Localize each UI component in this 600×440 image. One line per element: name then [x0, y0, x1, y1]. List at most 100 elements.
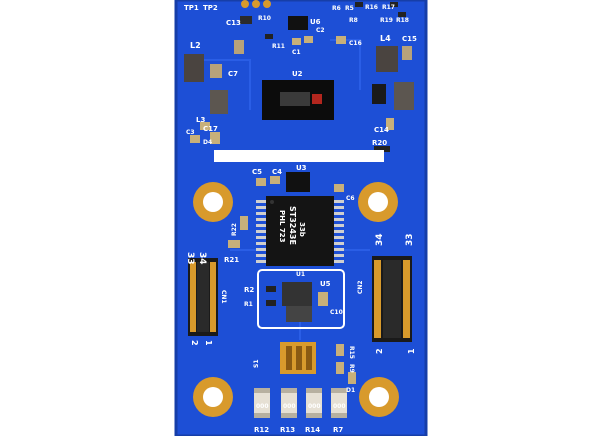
component-c16 — [336, 36, 346, 44]
label-tp1: TP1 — [184, 4, 199, 12]
label-r15: R15 — [348, 346, 355, 359]
label-r5: R5 — [345, 5, 354, 12]
label-u1: U1 — [296, 271, 305, 278]
label-r10: R10 — [258, 15, 271, 22]
label-c2: C2 — [316, 27, 325, 34]
component-c2 — [304, 36, 313, 43]
label-s1: S1 — [253, 360, 260, 369]
mounting-hole — [193, 377, 233, 417]
label-r18: R18 — [396, 17, 409, 24]
resistor-r7 — [331, 388, 347, 418]
label-r1: R1 — [244, 301, 253, 308]
chip-line2: ST3243E — [288, 206, 297, 245]
label-cn1-pin33: 33 — [185, 252, 195, 265]
chip-u5 — [282, 282, 312, 306]
component-c10 — [318, 292, 328, 306]
component-r15 — [336, 344, 344, 356]
chip-line3: PHL 723 — [278, 210, 286, 243]
label-u6: U6 — [310, 18, 321, 26]
connector-cn1-pins — [190, 262, 216, 332]
label-tp2: TP2 — [203, 4, 218, 12]
mounting-hole — [193, 182, 233, 222]
label-cn2-pin2: 2 — [375, 348, 384, 354]
capacitor-c4 — [270, 176, 280, 184]
inductor-l4 — [376, 46, 398, 72]
capacitor-c15 — [402, 46, 412, 60]
component-d1 — [348, 372, 356, 384]
capacitor-c5 — [256, 178, 266, 186]
inductor-l2 — [184, 54, 204, 82]
label-l2: L2 — [190, 41, 201, 50]
component-r9 — [336, 362, 344, 374]
label-c10: C10 — [330, 309, 343, 316]
label-r7: R7 — [333, 426, 343, 434]
capacitor-c14 — [386, 118, 394, 130]
test-point-pad — [252, 0, 260, 8]
label-c13: C13 — [226, 19, 241, 27]
mounting-hole — [358, 182, 398, 222]
label-cn1-pin34: 34 — [197, 252, 207, 265]
resistor-marking-r13: 000 — [283, 403, 296, 410]
component-r-right — [398, 12, 406, 17]
silkscreen-bar — [214, 150, 384, 162]
component-r2 — [266, 286, 276, 292]
resistor-r13 — [281, 388, 297, 418]
component-r-right — [390, 2, 398, 7]
dip-switch-levers — [286, 346, 312, 370]
capacitor-c3 — [190, 135, 200, 143]
label-l3: L3 — [196, 116, 205, 124]
label-cn2-pin33: 33 — [405, 233, 415, 246]
label-u3: U3 — [296, 164, 307, 172]
label-r9: R9 — [348, 364, 355, 373]
label-u5: U5 — [320, 280, 331, 288]
label-c15: C15 — [402, 35, 417, 43]
label-r6: R6 — [332, 5, 341, 12]
resistor-r22 — [240, 216, 248, 230]
label-c4: C4 — [272, 168, 282, 176]
label-r17: R17 — [382, 4, 395, 11]
chip-u1-dot — [270, 200, 274, 204]
resistor-r20 — [374, 146, 390, 152]
u5-outline — [257, 269, 345, 329]
connector-cn1-body — [197, 262, 209, 332]
chip-u3 — [286, 172, 310, 192]
label-r2: R2 — [244, 286, 254, 294]
capacitor-c7 — [210, 64, 222, 78]
chip-u1 — [266, 196, 334, 266]
label-r13: R13 — [280, 426, 295, 434]
resistor-marking-r12: 000 — [256, 403, 269, 410]
component-r1 — [266, 300, 276, 306]
label-r8: R8 — [349, 17, 358, 24]
label-r12: R12 — [254, 426, 269, 434]
sensor-window — [280, 92, 310, 106]
label-r11: R11 — [272, 43, 285, 50]
label-c16: C16 — [349, 40, 362, 47]
label-cn1-pin1: 1 — [204, 340, 213, 346]
inductor-l3 — [394, 82, 414, 110]
capacitor-c6 — [334, 184, 344, 192]
label-r14: R14 — [305, 426, 320, 434]
label-cn1-pin2: 2 — [190, 340, 199, 346]
connector-cn2-body — [383, 260, 401, 338]
resistor-marking-r14: 000 — [308, 403, 321, 410]
resistor-r21 — [228, 240, 240, 248]
chip-line1: 33b — [298, 222, 306, 237]
label-u2: U2 — [292, 70, 303, 78]
test-point-pad — [263, 0, 271, 8]
inductor-l1 — [210, 90, 228, 114]
connector-cn2-pins — [374, 260, 410, 338]
label-c17: C17 — [203, 125, 218, 133]
component-r-right — [355, 2, 363, 7]
component-d — [372, 84, 386, 104]
label-r20: R20 — [372, 139, 387, 147]
label-r19: R19 — [380, 17, 393, 24]
component-c13 — [240, 16, 252, 24]
label-c1: C1 — [292, 49, 301, 56]
label-d1: D1 — [346, 387, 355, 394]
component-u6 — [288, 16, 308, 30]
resistor-r14 — [306, 388, 322, 418]
chip-u5-lower — [286, 306, 312, 322]
label-cn2: CN2 — [357, 280, 364, 294]
